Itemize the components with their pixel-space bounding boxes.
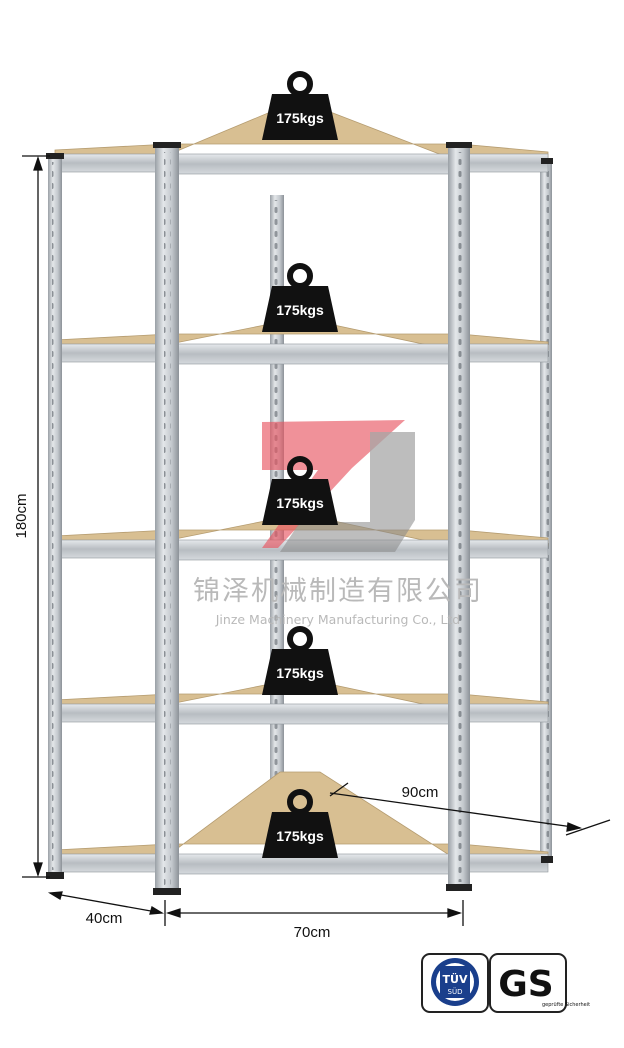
gs-mark: GS bbox=[498, 964, 553, 1005]
shelf-beam bbox=[459, 343, 549, 363]
weight-label: 175kgs bbox=[276, 110, 324, 126]
gs-subtext: geprüfte Sicherheit bbox=[542, 1002, 590, 1008]
weights: 175kgs 175kgs 175kgs 175kgs 175kgs bbox=[262, 71, 338, 858]
shelf-beam bbox=[169, 703, 456, 725]
weight-label: 175kgs bbox=[276, 828, 324, 844]
company-name-cn: 锦泽机械制造有限公司 bbox=[193, 576, 483, 607]
weight-icon: 175kgs bbox=[262, 456, 338, 525]
shelf-beam bbox=[54, 703, 171, 723]
shelf-beam bbox=[169, 343, 456, 365]
sud-text: SÜD bbox=[448, 987, 463, 996]
weight-icon: 175kgs bbox=[262, 789, 338, 858]
shelf-beam bbox=[54, 853, 171, 873]
shelf-beam bbox=[54, 539, 171, 559]
shelf-beam bbox=[169, 153, 456, 175]
shelf-beam bbox=[54, 343, 171, 363]
tuv-sud-badge: TÜV SÜD bbox=[421, 953, 489, 1013]
weight-icon: 175kgs bbox=[262, 626, 338, 695]
width-label: 70cm bbox=[294, 924, 331, 941]
company-name-en: Jinze Machinery Manufacturing Co., Ltd bbox=[215, 612, 461, 627]
height-label: 180cm bbox=[13, 493, 30, 538]
gs-badge: GS geprüfte Sicherheit bbox=[489, 953, 590, 1013]
shelf-beam bbox=[459, 703, 549, 723]
shelf-beam bbox=[459, 153, 549, 173]
tuv-text: TÜV bbox=[443, 972, 468, 986]
weight-label: 175kgs bbox=[276, 302, 324, 318]
diagonal-label: 90cm bbox=[402, 784, 439, 801]
depth-label: 40cm bbox=[86, 910, 123, 927]
dimensions bbox=[22, 155, 611, 926]
weight-icon: 175kgs bbox=[262, 263, 338, 332]
weight-label: 175kgs bbox=[276, 495, 324, 511]
shelf-beam bbox=[54, 153, 171, 173]
weight-icon: 175kgs bbox=[262, 71, 338, 140]
weight-label: 175kgs bbox=[276, 665, 324, 681]
shelf-beam bbox=[459, 853, 549, 873]
front-posts bbox=[46, 142, 553, 895]
shelf-beam bbox=[459, 539, 549, 559]
